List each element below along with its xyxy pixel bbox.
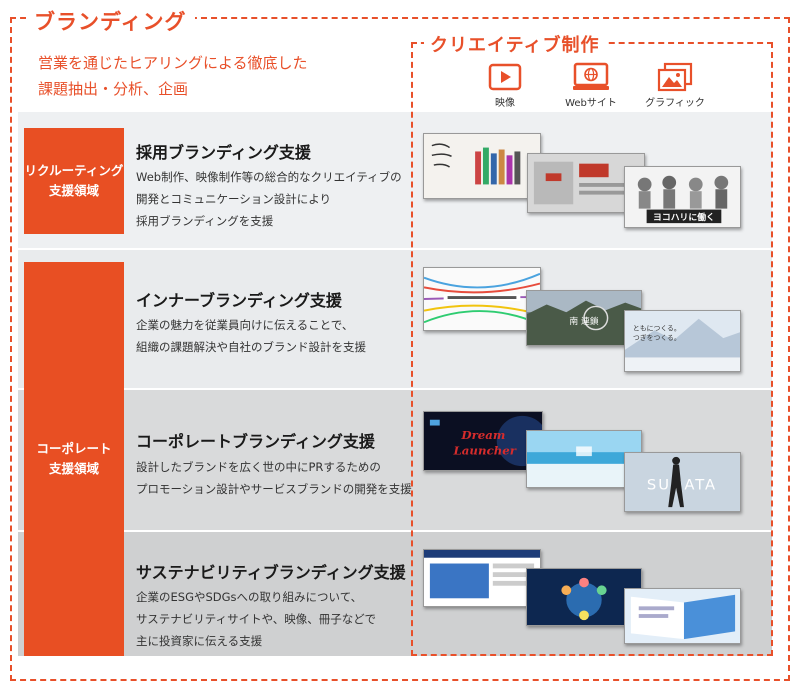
- media-label-video: 映像: [495, 98, 515, 109]
- domain-recruiting: リクルーティング 支援領域: [24, 128, 124, 234]
- branding-frame: [10, 17, 790, 681]
- thumbnail-caption-corporate-1b: Launcher: [452, 444, 516, 458]
- service-title-sustainability: サステナビリティブランディング支援: [136, 563, 406, 582]
- thumbnail-inner-3: ともにつくる。 つぎをつくる。: [624, 310, 741, 372]
- thumbnail-caption-inner-2: 南 連鎖: [569, 315, 599, 327]
- domain-corporate: コーポレート 支援領域: [24, 262, 124, 656]
- image-graphic-icon: [657, 62, 693, 92]
- media-label-web: Webサイト: [565, 98, 617, 109]
- service-title-inner: インナーブランディング支援: [136, 291, 342, 310]
- web-browser-icon: [573, 62, 609, 90]
- thumbnail-corporate-2: [526, 430, 642, 488]
- thumbnail-caption-corporate-3: SUGATA: [647, 477, 717, 494]
- thumbnail-recruit-1: [423, 133, 541, 199]
- branding-intro: 営業を通じたヒアリングによる徹底した 課題抽出・分析、企画: [38, 54, 308, 98]
- thumbnail-sustainability-2: [526, 568, 642, 626]
- service-title-recruit: 採用ブランディング支援: [136, 143, 311, 162]
- thumbnail-caption-inner-3b: つぎをつくる。: [633, 333, 681, 342]
- service-desc-corporate: 設計したブランドを広く世の中にPRするための プロモーション設計やサービスブラン…: [136, 460, 412, 496]
- thumbnail-corporate-1: Dream Launcher: [423, 411, 543, 471]
- service-desc-sustainability: 企業のESGやSDGsへの取り組みについて、 サステナビリティサイトや、映像、冊…: [136, 590, 377, 648]
- video-play-icon: [488, 63, 522, 91]
- thumbnail-inner-1: [423, 267, 541, 331]
- creative-title: クリエイティブ制作: [424, 31, 606, 57]
- media-label-graphic: グラフィック: [645, 98, 705, 109]
- thumbnail-caption-recruit-3: ヨコハリに働く: [653, 211, 715, 223]
- thumbnail-inner-2: 南 連鎖: [526, 290, 642, 346]
- thumbnail-corporate-3: SUGATA: [624, 452, 741, 512]
- thumbnail-caption-corporate-1a: Dream: [460, 428, 505, 442]
- media-video: 映像: [470, 62, 540, 109]
- media-graphic: グラフィック: [640, 62, 710, 109]
- service-title-corporate: コーポレートブランディング支援: [136, 432, 375, 451]
- thumbnail-sustainability-1: [423, 549, 541, 607]
- media-web: Webサイト: [556, 62, 626, 109]
- thumbnail-sustainability-3: [624, 588, 741, 644]
- service-desc-recruit: Web制作、映像制作等の総合的なクリエイティブの 開発とコミュニケーション設計に…: [136, 170, 402, 228]
- branding-title: ブランディング: [26, 6, 195, 36]
- thumbnail-recruit-3: ヨコハリに働く: [624, 166, 741, 228]
- service-desc-inner: 企業の魅力を従業員向けに伝えることで、 組織の課題解決や自社のブランド設計を支援: [136, 318, 366, 354]
- thumbnail-caption-inner-3a: ともにつくる。: [633, 324, 681, 332]
